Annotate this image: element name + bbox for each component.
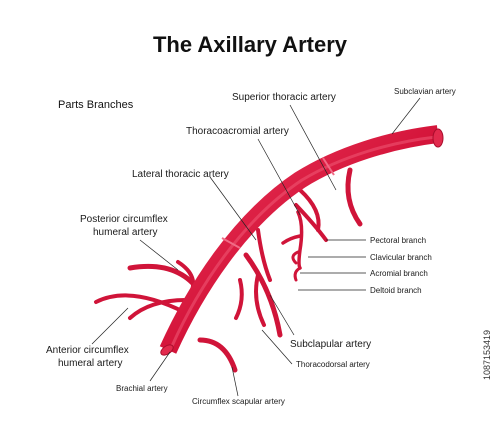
- subclavian-opening: [432, 128, 444, 148]
- label-pectoral-branch: Pectoral branch: [370, 236, 426, 245]
- label-deltoid-branch: Deltoid branch: [370, 286, 422, 295]
- label-acromial-branch: Acromial branch: [370, 269, 428, 278]
- axillary-artery-vessel: [159, 125, 444, 356]
- label-subclavian-artery: Subclavian artery: [394, 87, 456, 96]
- label-posterior-circumflex-2: humeral artery: [93, 227, 157, 238]
- diagram-title: The Axillary Artery: [153, 32, 348, 57]
- label-anterior-circumflex-2: humeral artery: [58, 358, 122, 369]
- image-id: 1087153419: [482, 330, 492, 380]
- label-clavicular-branch: Clavicular branch: [370, 253, 432, 262]
- leader-lines: [91, 97, 421, 397]
- label-lateral-thoracic-artery: Lateral thoracic artery: [132, 169, 229, 180]
- label-superior-thoracic-artery: Superior thoracic artery: [232, 92, 336, 103]
- label-thoracoacromial-artery: Thoracoacromial artery: [186, 126, 289, 137]
- label-thoracodorsal-artery: Thoracodorsal artery: [296, 360, 370, 369]
- segment-divider-2: [221, 237, 241, 249]
- label-circumflex-scapular-artery: Circumflex scapular artery: [192, 397, 285, 406]
- segment-divider-1: [322, 157, 335, 176]
- label-anterior-circumflex-1: Anterior circumflex: [46, 345, 129, 356]
- section-label: Parts Branches: [58, 99, 134, 111]
- label-subscapular-artery: Subclapular artery: [290, 339, 371, 350]
- label-posterior-circumflex-1: Posterior circumflex: [80, 214, 168, 225]
- label-brachial-artery: Brachial artery: [116, 384, 168, 393]
